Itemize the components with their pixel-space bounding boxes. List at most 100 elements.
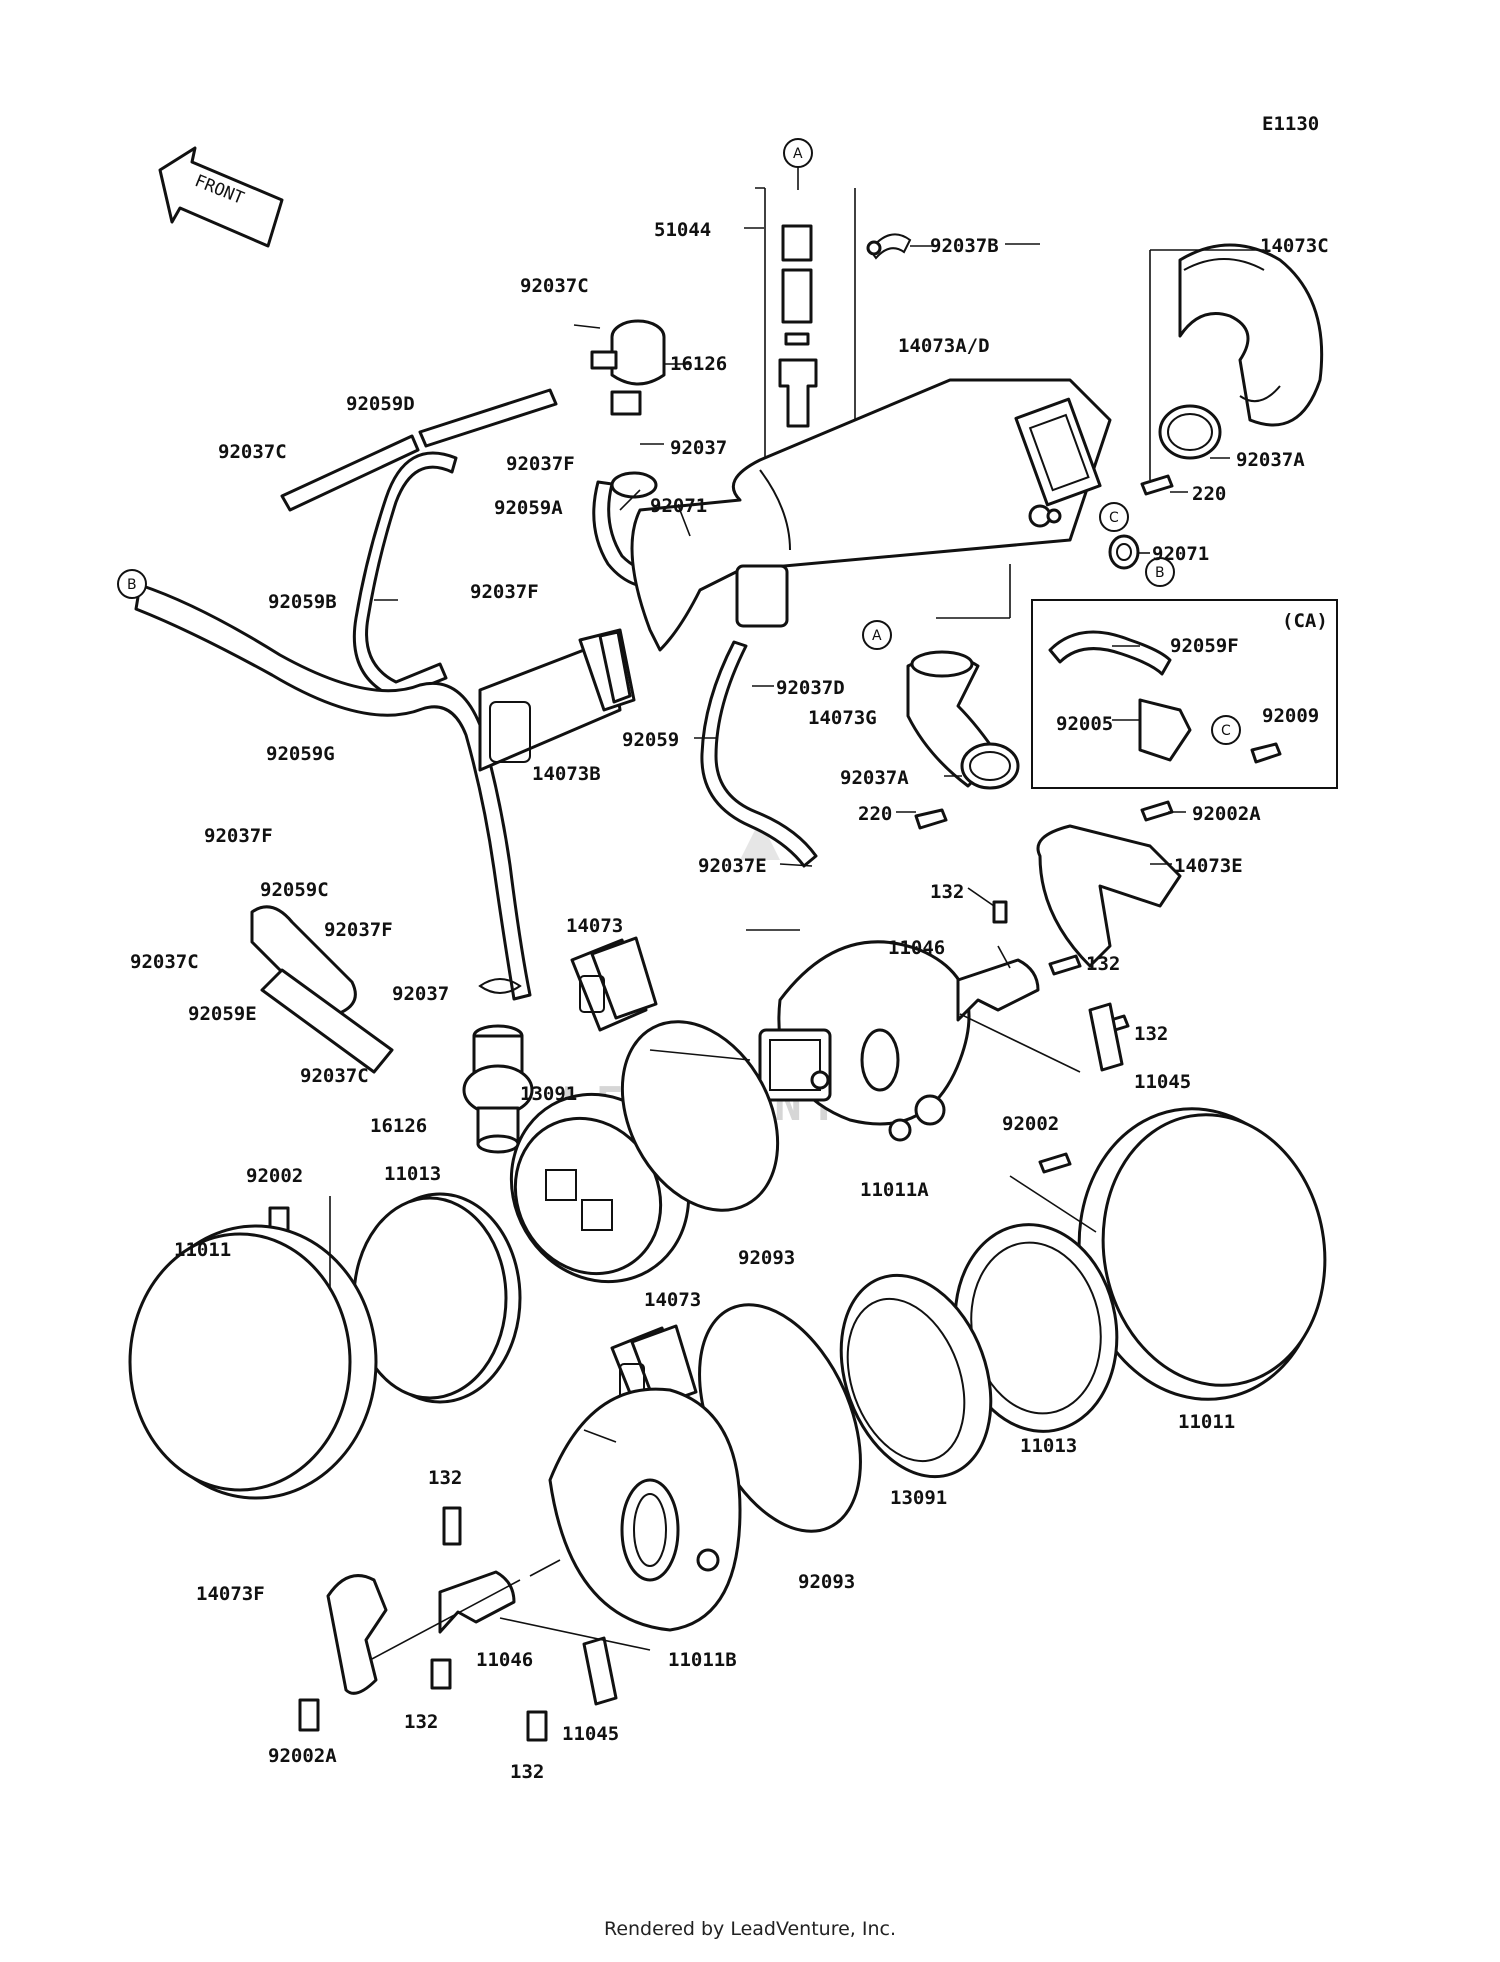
label-132-b: 132 [1086, 953, 1120, 975]
label-11011-left: 11011 [174, 1239, 231, 1261]
label-92037A-top: 92037A [1236, 449, 1305, 471]
clip-92037B [866, 233, 935, 260]
callout-c-right [1099, 502, 1129, 532]
label-14073-lower: 14073 [644, 1289, 701, 1311]
hose-92059B [352, 451, 458, 700]
gasket-92093-upper [620, 1020, 780, 1212]
label-92037F-lower: 92037F [204, 825, 273, 847]
callout-c-right-text: C [1109, 510, 1119, 526]
callout-a-duct-text: A [872, 628, 882, 644]
valve-16126-lower [462, 1024, 534, 1154]
label-11013-right: 11013 [1020, 1435, 1077, 1457]
element-13091-lower [839, 1273, 993, 1479]
label-92071-left: 92071 [650, 495, 707, 517]
label-11011-right: 11011 [1178, 1411, 1235, 1433]
bolt-220-mid [914, 808, 948, 830]
label-92093-top: 92093 [738, 1247, 795, 1269]
clip-92037-lower [478, 978, 522, 994]
hose-92059D [280, 388, 558, 512]
hose-92059G [134, 583, 532, 1001]
label-132-e: 132 [404, 1711, 438, 1733]
label-14073C: 14073C [1260, 235, 1329, 257]
callout-b-right-text: B [1155, 565, 1165, 581]
leader-lines [329, 227, 1264, 1661]
bolt-92002A-top [1140, 800, 1174, 822]
label-14073B: 14073B [532, 763, 601, 785]
label-92059C: 92059C [260, 879, 329, 901]
label-132-d: 132 [428, 1467, 462, 1489]
label-92037F-lower2: 92037F [324, 919, 393, 941]
label-14073E: 14073E [1174, 855, 1243, 877]
bolt-92002-right [1038, 1152, 1072, 1174]
label-92002-left: 92002 [246, 1165, 303, 1187]
label-92059G: 92059G [266, 743, 335, 765]
callout-c-box [1211, 715, 1241, 745]
label-92093-lower: 92093 [798, 1571, 855, 1593]
label-92059E: 92059E [188, 1003, 257, 1025]
bracket-11046-lower [438, 1570, 516, 1634]
label-13091-top: 13091 [520, 1083, 577, 1105]
hose-92059E [260, 968, 394, 1074]
hose-92059F [1048, 630, 1172, 676]
fitting-92005 [1138, 698, 1192, 762]
callout-b-left [117, 569, 147, 599]
label-92037A-mid: 92037A [840, 767, 909, 789]
label-11046-top: 11046 [888, 937, 945, 959]
label-92059D: 92059D [346, 393, 415, 415]
label-132-f: 132 [510, 1761, 544, 1783]
label-11011B: 11011B [668, 1649, 737, 1671]
elbow-14073C [1178, 243, 1324, 427]
label-92037C-top: 92037C [520, 275, 589, 297]
label-16126-top: 16126 [670, 353, 727, 375]
label-51044: 51044 [654, 219, 711, 241]
label-92059B: 92059B [268, 591, 337, 613]
label-14073AD: 14073A/D [898, 335, 990, 357]
callout-c-box-text: C [1221, 723, 1231, 739]
plate-11045-lower [582, 1636, 618, 1706]
bracket-14073E [1036, 824, 1182, 968]
label-132-c: 132 [1134, 1023, 1168, 1045]
plate-11045-top [1088, 1002, 1124, 1072]
label-92037-top: 92037 [670, 437, 727, 459]
hose-92059A-end [610, 471, 658, 499]
bolt-92002A-lower [298, 1698, 320, 1732]
bolt-220-top [1140, 474, 1174, 496]
boot-14073-upper [570, 936, 658, 1032]
label-92037C-left: 92037C [218, 441, 287, 463]
bolt-132-f [526, 1710, 548, 1742]
label-14073G: 14073G [808, 707, 877, 729]
label-92059A: 92059A [494, 497, 563, 519]
label-92037B: 92037B [930, 235, 999, 257]
bolt-132-b [1048, 954, 1082, 976]
bolt-132-e [430, 1658, 452, 1690]
grommet-92071-right [1108, 534, 1140, 570]
label-11045-lower: 11045 [562, 1723, 619, 1745]
label-92037E: 92037E [698, 855, 767, 877]
label-220-top: 220 [1192, 483, 1226, 505]
label-92002A-top: 92002A [1192, 803, 1261, 825]
label-11011A: 11011A [860, 1179, 929, 1201]
front-arrow-icon: FRONT [158, 146, 284, 248]
label-92037F-top: 92037F [506, 453, 575, 475]
diagram-code: E1130 [1262, 113, 1319, 135]
ca-box-label: (CA) [1282, 610, 1328, 632]
label-92059F: 92059F [1170, 635, 1239, 657]
label-92059: 92059 [622, 729, 679, 751]
valve-16126-top [590, 319, 666, 416]
label-14073-top: 14073 [566, 915, 623, 937]
label-132-a: 132 [930, 881, 964, 903]
bolt-132-a [992, 900, 1008, 924]
label-16126-lower: 16126 [370, 1115, 427, 1137]
boot-14073B [478, 628, 636, 772]
label-92009: 92009 [1262, 705, 1319, 727]
label-11013-left: 11013 [384, 1163, 441, 1185]
label-220-mid: 220 [858, 803, 892, 825]
duct-14073AD [630, 378, 1112, 652]
label-92071-right: 92071 [1152, 543, 1209, 565]
label-92037-lower: 92037 [392, 983, 449, 1005]
callout-a-duct [862, 620, 892, 650]
parts-diagram: LEADVENTURE E1130 FRONT A [117, 113, 1338, 1783]
airbox-11011A [758, 940, 971, 1142]
vacuum-valve-stack [755, 187, 856, 473]
label-14073F: 14073F [196, 1583, 265, 1605]
